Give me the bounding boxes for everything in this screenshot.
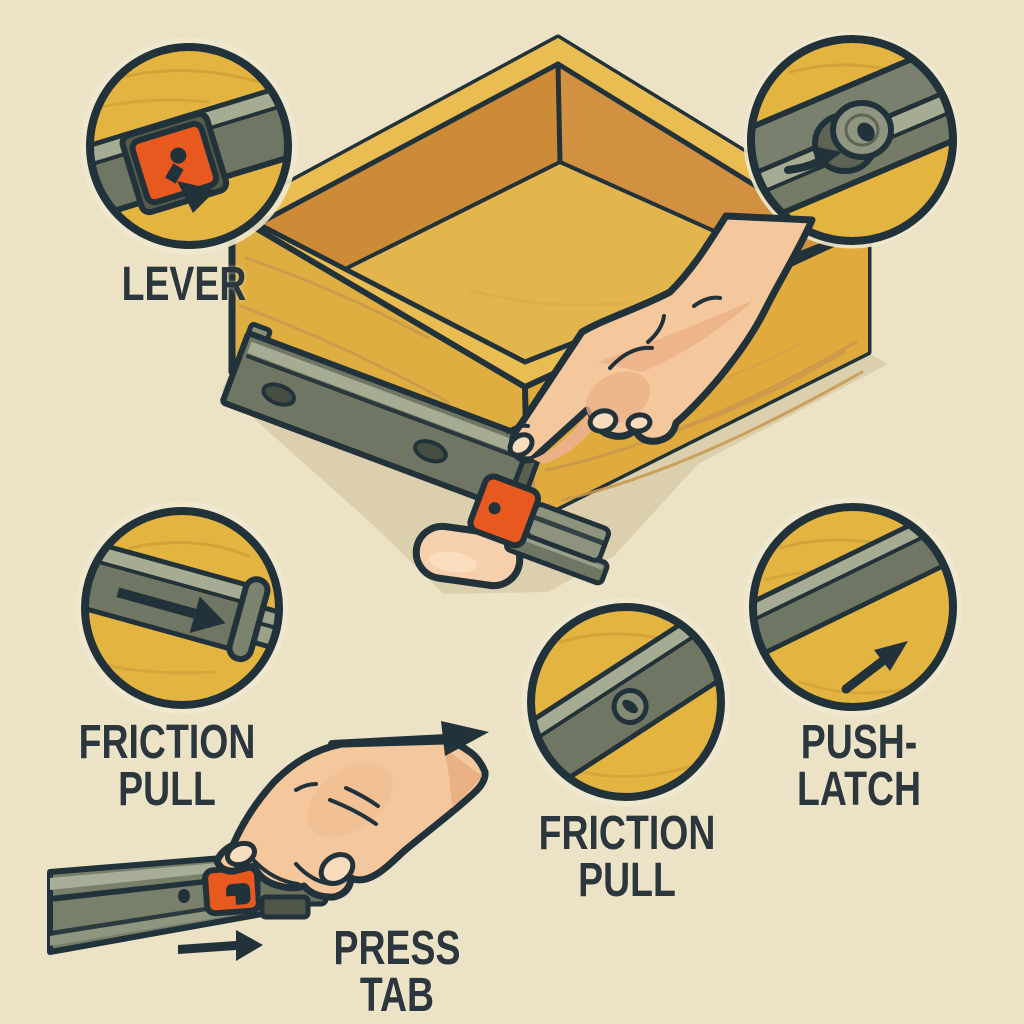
callout-friction-pull-center bbox=[521, 597, 731, 807]
drawer-shadow bbox=[222, 352, 888, 594]
label-line: FRICTION bbox=[538, 807, 716, 860]
rail-slot bbox=[413, 439, 448, 464]
label-push-latch: PUSH- LATCH bbox=[734, 716, 984, 816]
fingernails bbox=[224, 840, 356, 886]
callout-push-latch bbox=[743, 497, 963, 717]
rail-band bbox=[531, 607, 721, 797]
label-lever-text: LEVER bbox=[121, 258, 247, 311]
label-friction-pull-center: FRICTION PULL bbox=[502, 807, 752, 907]
up-right-arrow-icon bbox=[841, 641, 908, 694]
pointing-hand bbox=[506, 212, 816, 464]
right-arrow-icon bbox=[784, 146, 842, 174]
label-lever: LEVER bbox=[59, 258, 309, 311]
label-line: PUSH- bbox=[800, 716, 918, 769]
drawer-slide-rail bbox=[220, 321, 611, 586]
label-press-tab: PRESS TAB bbox=[272, 922, 522, 1022]
slide-direction-arrow-icon bbox=[178, 930, 263, 961]
label-line: PRESS bbox=[333, 922, 461, 975]
callout-roller bbox=[743, 31, 961, 249]
rail-slot bbox=[261, 382, 297, 407]
right-arrow-icon bbox=[116, 587, 226, 633]
press-tab-scene bbox=[47, 721, 489, 961]
label-line: PULL bbox=[118, 763, 216, 816]
rivet-icon bbox=[611, 687, 649, 725]
fingernails bbox=[507, 408, 653, 458]
pressing-hand bbox=[213, 737, 489, 901]
release-tab-main bbox=[467, 473, 542, 549]
label-line: TAB bbox=[359, 969, 435, 1022]
callout-lever bbox=[80, 37, 298, 255]
callout-friction-pull-left bbox=[75, 501, 289, 715]
label-line: LATCH bbox=[796, 763, 922, 816]
pull-motion-arrow-icon bbox=[328, 721, 489, 756]
label-line: FRICTION bbox=[78, 716, 256, 769]
rivet-icon bbox=[178, 889, 190, 903]
down-arrow-icon bbox=[177, 181, 216, 213]
label-line: PULL bbox=[578, 854, 676, 907]
label-friction-pull-left: FRICTION PULL bbox=[42, 716, 292, 816]
